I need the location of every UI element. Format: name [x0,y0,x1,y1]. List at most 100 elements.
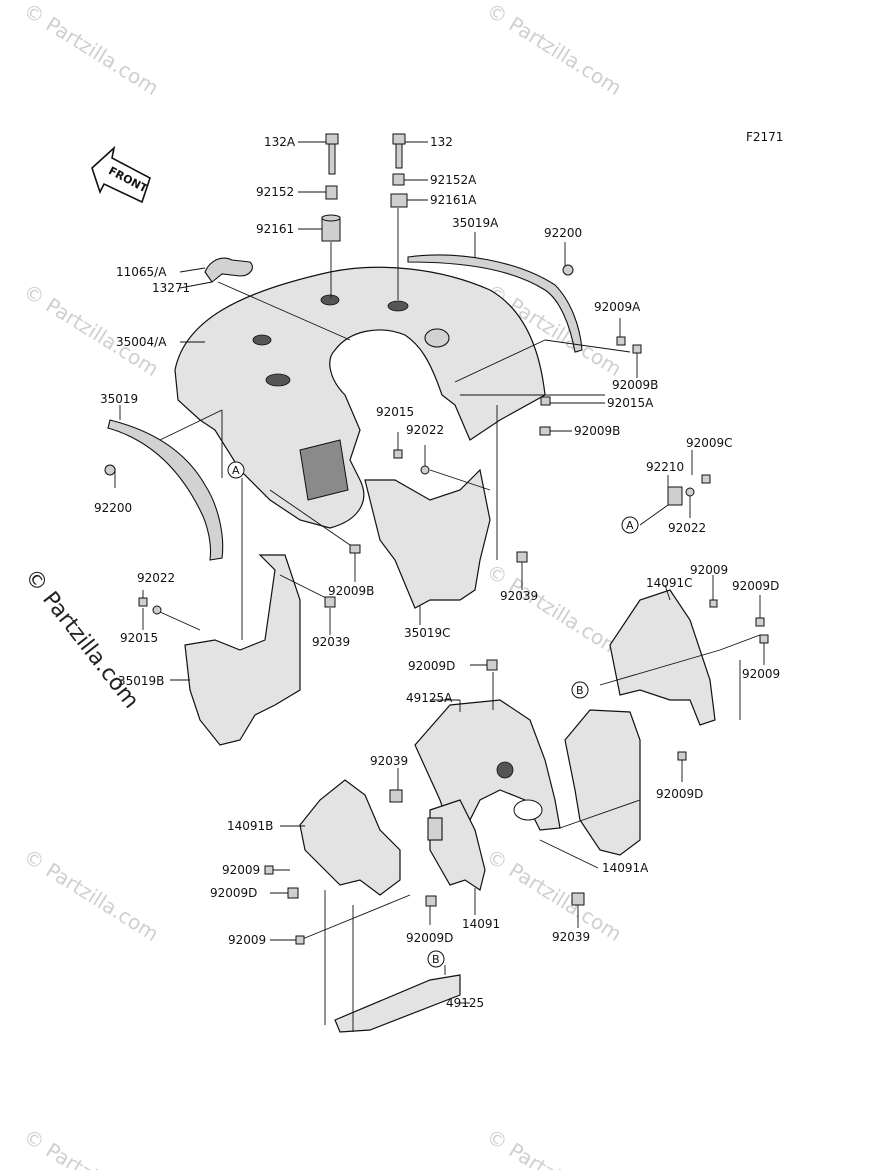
label-132: 132 [430,135,453,149]
trim-35019 [107,419,224,561]
label-35019: 35019 [100,392,138,406]
front-arrow: FRONT [91,145,151,204]
label-35019C: 35019C [404,626,451,640]
clip-92039-a [516,551,528,563]
watermark-bottom-left: © Partzilla.com [19,1124,163,1170]
label-92022-left: 92022 [137,571,175,585]
label-92009C: 92009C [686,436,733,450]
panel-35019B [184,554,301,746]
label-92009A: 92009A [594,300,641,314]
washer-92200-b [104,464,116,476]
label-49125A: 49125A [406,691,453,705]
nut-92015 [393,449,403,459]
watermark-lower-left: © Partzilla.com [19,844,163,946]
label-92009-lower-left: 92009 [222,863,260,877]
label-92200-top: 92200 [544,226,582,240]
panel-14091C [609,589,716,726]
label-35019A: 35019A [452,216,499,230]
label-92015A: 92015A [607,396,654,410]
washer-92200-a [562,264,574,276]
bolt-92009-d [295,935,305,945]
svg-text:B: B [432,953,440,966]
label-92009D-bottom: 92009D [406,931,453,945]
clip-92039-c [389,789,403,803]
washer-92022-b [685,487,695,497]
label-92039-right: 92039 [500,589,538,603]
label-92009-bottom: 92009 [228,933,266,947]
label-92009B-upper: 92009B [612,378,658,392]
label-92022-upper: 92022 [406,423,444,437]
svg-text:B: B [576,684,584,697]
leader-lines [114,141,765,1032]
bolt-132A [325,133,339,175]
label-14091B: 14091B [227,819,273,833]
label-92009-right: 92009 [742,667,780,681]
bolt-92009D-c [677,751,687,761]
label-92022-right: 92022 [668,521,706,535]
label-49125: 49125 [446,996,484,1010]
label-14091C: 14091C [646,576,693,590]
panel-14091B [299,779,401,896]
svg-text:A: A [232,464,240,477]
plate-49125 [334,974,461,1033]
guard-11065A [204,257,253,283]
fender-35004A [174,266,546,529]
label-92161A: 92161A [430,193,477,207]
collar-92161A [390,193,408,208]
label-11065A: 11065/A [116,265,167,279]
bolt-92009D-a [755,617,765,627]
label-14091: 14091 [462,917,500,931]
fasteners [104,264,769,945]
marker-B-bottom: B [427,950,445,968]
clip-92039-d [571,892,585,906]
clip-92015A [540,396,551,406]
label-92009-upper: 92009 [690,563,728,577]
panel-14091A [564,709,641,856]
watermark-bottom-right: © Partzilla.com [482,1124,626,1170]
spacer-92152A [392,173,405,186]
label-92009D-mid: 92009D [408,659,455,673]
label-92015-upper: 92015 [376,405,414,419]
bolt-92009-a [709,599,718,608]
watermark-top-left: © Partzilla.com [19,0,163,100]
figure-code: F2171 [746,130,783,144]
nut-92015-b [138,597,148,607]
bolt-92009D-e [425,895,437,907]
label-35004A: 35004/A [116,335,167,349]
bolt-92009B-lower [349,544,361,554]
bolt-92009B-upper [632,344,642,354]
clip-92039-b [324,596,336,608]
bolt-132 [392,133,406,169]
label-92200-left: 92200 [94,501,132,515]
bolt-92009A [616,336,626,346]
label-35019B: 35019B [118,674,164,688]
label-92009B-mid: 92009B [574,424,620,438]
bolt-92009C [701,474,711,484]
watermark-mid-left: © Partzilla.com [19,279,163,381]
watermark-mid-right-2: © Partzilla.com [482,559,626,661]
label-92039-mid: 92039 [370,754,408,768]
svg-text:A: A [626,519,634,532]
label-92009D-right: 92009D [656,787,703,801]
watermark-top-right: © Partzilla.com [482,0,626,100]
bolt-92009B-mid [539,426,551,436]
label-92039-bottom: 92039 [552,930,590,944]
label-92152A: 92152A [430,173,477,187]
label-92015-lower: 92015 [120,631,158,645]
label-92009D-lower-left: 92009D [210,886,257,900]
label-132A: 132A [264,135,296,149]
panel-14091 [427,799,486,891]
trim-35019A [407,254,583,353]
spacer-92152 [325,185,338,200]
washer-92022-c [152,605,162,615]
label-92009B-lower: 92009B [328,584,374,598]
label-14091A: 14091A [602,861,649,875]
label-92039-left: 92039 [312,635,350,649]
collar-92161 [321,214,341,242]
marker-A-right: A [621,516,639,534]
label-92210: 92210 [646,460,684,474]
part-labels: 132A 132 92152 92152A 92161 92161A 35019… [94,135,780,1010]
label-92009D-upper: 92009D [732,579,779,593]
collar-92210 [667,486,683,506]
